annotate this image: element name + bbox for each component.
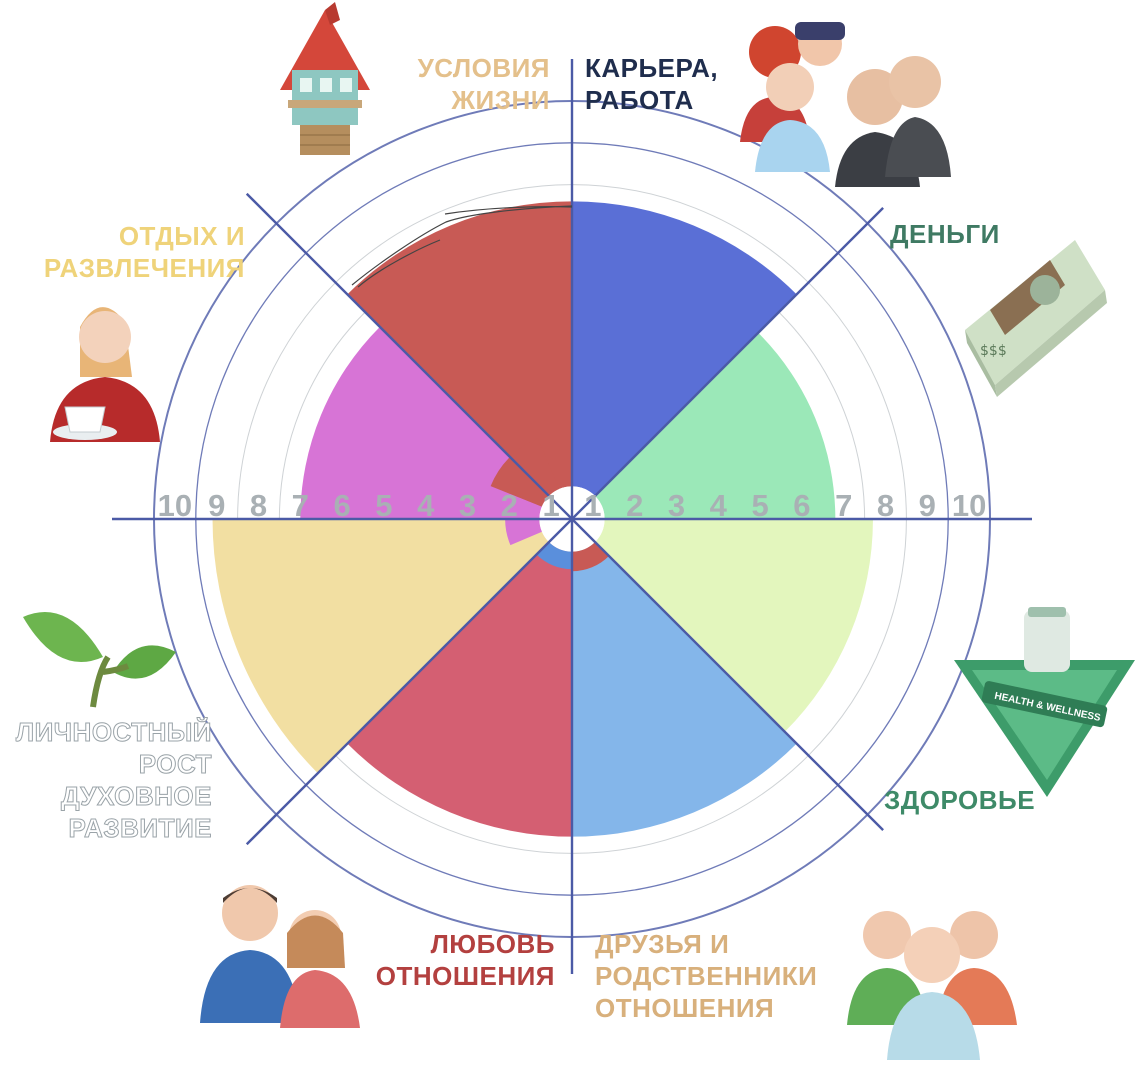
label-health: ЗДОРОВЬЕ [884,784,1064,816]
scale-tick-label: 4 [417,488,435,523]
scale-tick-label: 1 [542,488,559,523]
scale-tick-label: 1 [584,488,601,523]
label-line: ЗДОРОВЬЕ [884,785,1036,815]
label-money: ДЕНЬГИ [890,218,1040,250]
scale-tick-label: 7 [292,488,309,523]
label-line: ОТНОШЕНИЯ [595,993,775,1023]
sector-friends [572,542,797,837]
label-line: ДЕНЬГИ [890,219,1000,249]
scale-tick-label: 10 [952,488,986,523]
leaf-sprout-icon [23,612,176,708]
label-career: КАРЬЕРА, РАБОТА [585,52,785,116]
professionals-group-icon [740,22,951,187]
label-line: ДУХОВНОЕ [60,781,212,812]
friends-group-icon [847,911,1017,1060]
house-icon [280,2,370,155]
label-living: УСЛОВИЯ ЖИЗНИ [360,52,550,116]
sector-health [595,519,873,732]
label-friends: ДРУЗЬЯ И РОДСТВЕННИКИ ОТНОШЕНИЯ [595,928,855,1024]
scribble-edge [351,205,573,288]
scale-tick-label: 3 [459,488,476,523]
svg-text:$$$: $$$ [980,343,1007,359]
woman-coffee-icon [50,307,160,442]
dollar-stack-icon: $$$ [965,240,1107,397]
inner-overlay [572,542,609,572]
sectors [212,201,873,837]
scale-tick-label: 8 [877,488,894,523]
label-line: РАЗВИТИЕ [68,813,212,844]
sector-career [572,201,797,496]
sector-money [595,332,836,519]
scale-tick-label: 7 [835,488,852,523]
sector-living [347,201,572,496]
label-line: ЛИЧНОСТНЫЙ [15,717,212,748]
label-line: ОТНОШЕНИЯ [375,961,555,991]
scale-tick-label: 9 [208,488,225,523]
scale-tick-label: 8 [250,488,267,523]
scale-tick-label: 3 [668,488,685,523]
scale-tick-label: 10 [158,488,192,523]
sector-growth [212,519,549,774]
label-line: ОТДЫХ И [118,221,245,251]
label-growth: ЛИЧНОСТНЫЙ РОСТ ДУХОВНОЕ РАЗВИТИЕ [0,716,212,844]
label-line: РАБОТА [585,85,694,115]
axis-line [245,192,884,831]
label-line: УСЛОВИЯ [417,53,550,83]
scale-tick-label: 6 [793,488,810,523]
label-line: ДРУЗЬЯ И [595,929,730,959]
scale-tick-label: 2 [501,488,518,523]
scale-tick-label: 6 [333,488,350,523]
scale-tick-label: 9 [919,488,936,523]
label-line: РОДСТВЕННИКИ [595,961,818,991]
label-line: РАЗВЛЕЧЕНИЯ [43,253,245,283]
inner-overlay [536,542,572,570]
sector-love [347,542,572,837]
scale-tick-label: 5 [751,488,768,523]
couple-icon [200,885,360,1028]
scale-tick-label: 4 [710,488,728,523]
label-line: ЖИЗНИ [451,85,550,115]
label-line: РОСТ [138,749,212,780]
sector-leisure [300,326,549,519]
scale-tick-label: 5 [375,488,392,523]
label-leisure: ОТДЫХ И РАЗВЛЕЧЕНИЯ [20,220,245,284]
axis-line [245,207,884,846]
axes [112,59,1032,974]
scale-tick-label: 2 [626,488,643,523]
label-line: КАРЬЕРА, [585,53,719,83]
label-love: ЛЮБОВЬ ОТНОШЕНИЯ [330,928,555,992]
health-wellness-badge-icon: HEALTH & WELLNESS [954,607,1135,797]
label-line: ЛЮБОВЬ [430,929,555,959]
